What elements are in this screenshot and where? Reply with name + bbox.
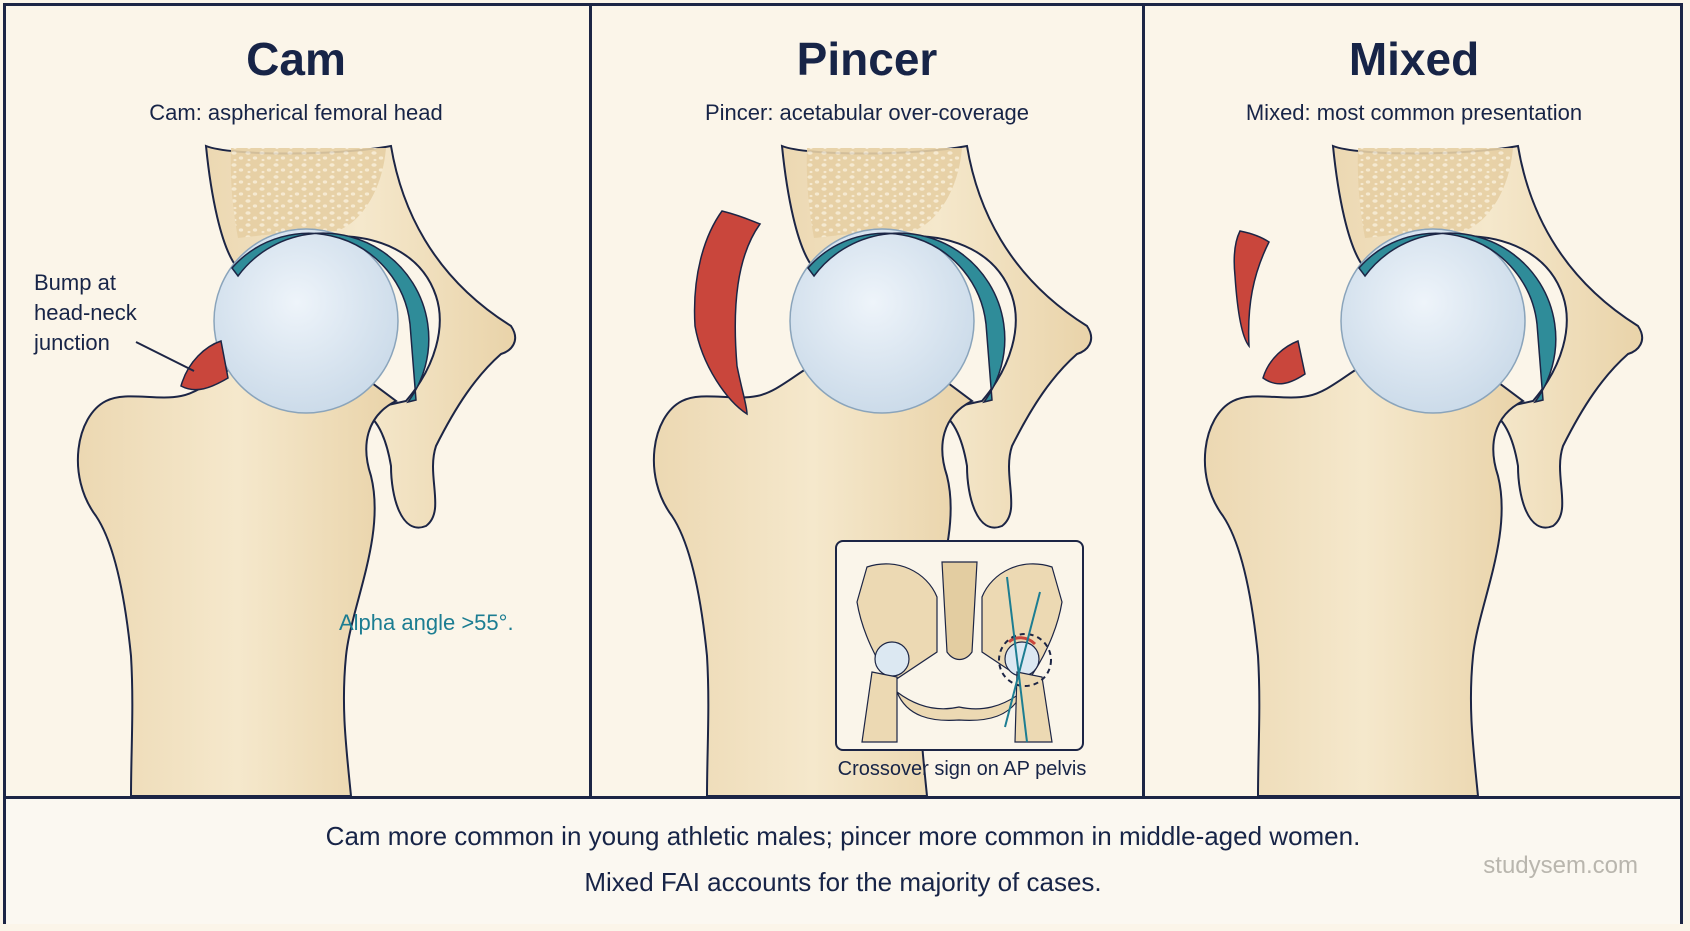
- watermark: studysem.com: [1483, 852, 1638, 879]
- panel-mixed: Mixed Mixed: most common presentation: [1142, 6, 1683, 796]
- panel-cam: Cam Cam: aspherical femoral head Bump at…: [6, 6, 586, 796]
- panel-title: Cam: [246, 33, 346, 85]
- mixed-cam-lesion: [1262, 339, 1306, 385]
- bump-callout-label: Bump at head-neck junction: [34, 270, 137, 355]
- callout-leader-line: [135, 341, 195, 372]
- panel-subtitle: Pincer: acetabular over-coverage: [704, 100, 1030, 125]
- panels-row: Cam Cam: aspherical femoral head Bump at…: [6, 6, 1680, 796]
- mixed-pincer-lesion: [1233, 230, 1270, 349]
- ap-pelvis-illustration: [856, 561, 1063, 743]
- ap-pelvis-inset: [835, 540, 1084, 751]
- cam-hip-illustration: [76, 145, 517, 796]
- figure-frame: Cam Cam: aspherical femoral head Bump at…: [3, 3, 1683, 924]
- panel-pincer: Pincer Pincer: acetabular over-coverage: [589, 6, 1142, 796]
- alpha-angle-note: Alpha angle >55°.: [339, 610, 514, 635]
- pincer-hip-illustration: [652, 145, 1093, 796]
- pincer-overcoverage-lesion: [693, 210, 762, 416]
- panel-title: Mixed: [1348, 33, 1480, 85]
- footer-summary: Cam more common in young athletic males;…: [6, 796, 1680, 924]
- inset-caption: Crossover sign on AP pelvis: [837, 758, 1087, 780]
- footer-line-1: Cam more common in young athletic males;…: [325, 821, 1361, 851]
- footer-line-2: Mixed FAI accounts for the majority of c…: [584, 867, 1102, 897]
- panel-title: Pincer: [796, 33, 938, 85]
- panel-subtitle: Cam: aspherical femoral head: [149, 100, 443, 125]
- cam-bump-lesion: [180, 340, 229, 391]
- mixed-hip-illustration: [1203, 145, 1644, 796]
- panel-subtitle: Mixed: most common presentation: [1245, 100, 1583, 125]
